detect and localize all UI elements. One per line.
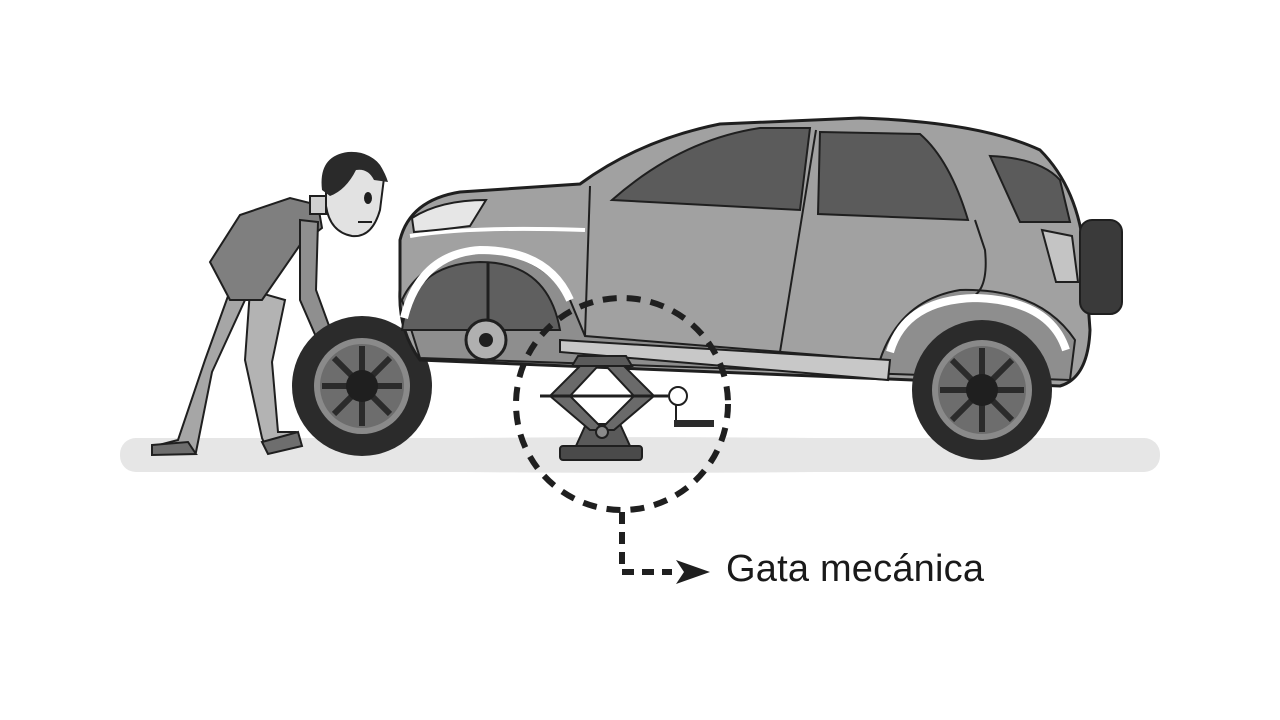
scissor-jack: [540, 355, 714, 461]
arrow-head-icon: [676, 560, 710, 584]
callout-arrow: [619, 512, 710, 584]
callout-label: Gata mecánica: [726, 548, 985, 590]
car: [398, 116, 1123, 460]
callout-circle: [513, 295, 731, 513]
person-figure: [151, 151, 388, 457]
spare-tire: [292, 316, 432, 456]
